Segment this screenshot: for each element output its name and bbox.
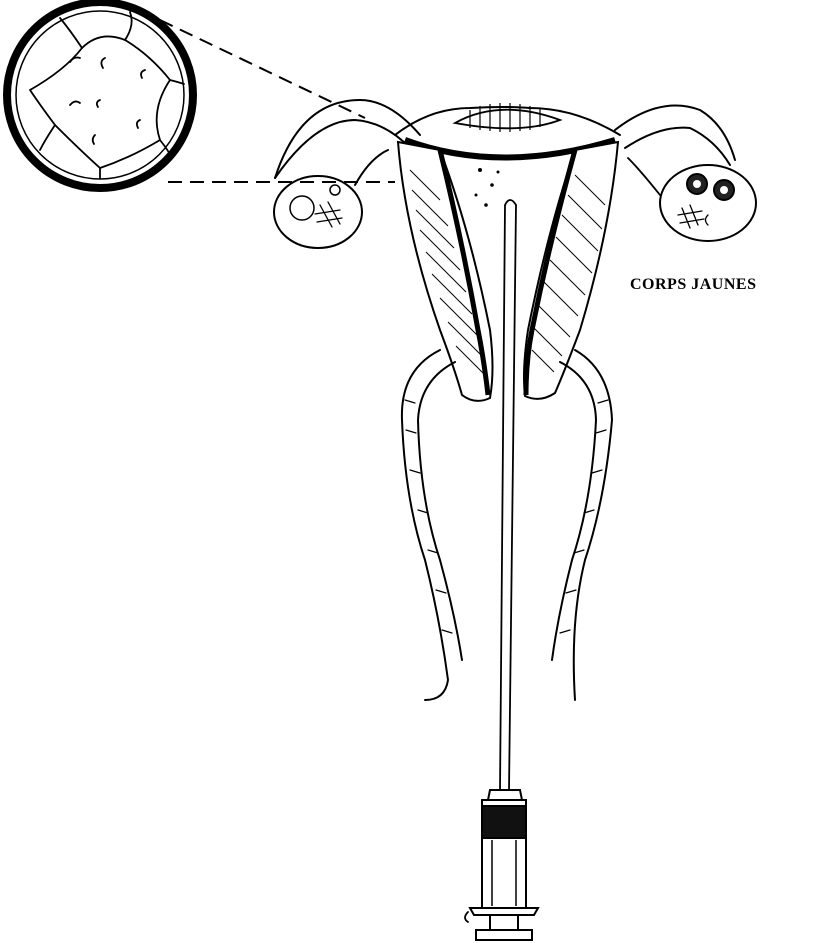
magnified-inset bbox=[7, 2, 193, 188]
catheter-tube bbox=[500, 200, 516, 790]
ovary-right bbox=[628, 158, 756, 241]
vaginal-walls bbox=[402, 350, 612, 700]
corpus-lutea-label: CORPS JAUNES bbox=[630, 276, 756, 294]
ovary-left bbox=[274, 150, 388, 248]
uterine-body bbox=[398, 142, 618, 401]
syringe bbox=[465, 790, 538, 940]
